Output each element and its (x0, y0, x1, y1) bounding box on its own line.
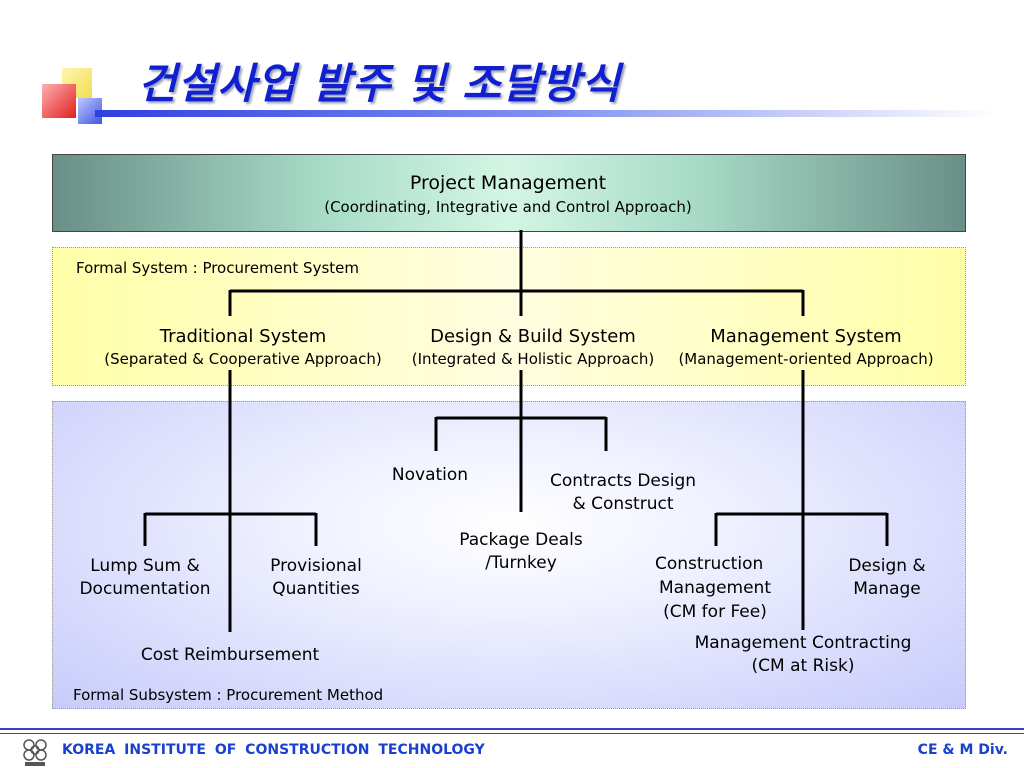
formal-system-label: Formal System : Procurement System (76, 259, 359, 277)
provisional-line-2: Quantities (272, 579, 360, 599)
formal-system-panel (52, 247, 966, 386)
design-manage-line-1: Design & (848, 556, 926, 576)
contracts-design-line-1: Contracts Design (549, 471, 697, 491)
project-management-subtitle: (Coordinating, Integrative and Control A… (324, 198, 692, 216)
package-deals-turnkey: Package Deals /Turnkey (436, 529, 606, 575)
project-management-box (52, 154, 966, 232)
cm-fee-line-3: (CM for Fee) (663, 602, 767, 622)
formal-subsystem-label: Formal Subsystem : Procurement Method (73, 686, 384, 704)
lump-sum-line-2: Documentation (79, 579, 211, 599)
traditional-system-name: Traditional System (159, 326, 327, 347)
traditional-system-approach: (Separated & Cooperative Approach) (104, 350, 382, 368)
formal-subsystem-panel (52, 401, 966, 709)
slide-title: 건설사업 발주 및 조달방식 (138, 59, 621, 108)
construction-management-cm-fee: Construction Management (CM for Fee) (640, 552, 790, 624)
lump-sum-documentation: Lump Sum & Documentation (62, 555, 228, 601)
lump-sum-line-1: Lump Sum & (90, 556, 200, 576)
management-system-approach: (Management-oriented Approach) (678, 350, 934, 368)
management-contracting-line-2: (CM at Risk) (751, 656, 855, 676)
footer-rule-bottom (0, 733, 1024, 734)
management-system-name: Management System (710, 326, 902, 347)
design-manage: Design & Manage (822, 555, 952, 601)
design-build-system-name: Design & Build System (430, 326, 636, 347)
novation: Novation (391, 465, 469, 485)
footer-rule-top (0, 728, 1024, 730)
provisional-line-1: Provisional (270, 556, 362, 576)
cost-reimbursement: Cost Reimbursement (140, 645, 320, 665)
project-management-title: Project Management (409, 172, 607, 194)
cm-fee-line-2: Management (659, 578, 771, 598)
footer-division: CE & M Div. (917, 742, 1008, 758)
title-decoration-red (42, 84, 76, 118)
contracts-design-line-2: & Construct (572, 494, 674, 514)
provisional-quantities: Provisional Quantities (246, 555, 386, 601)
management-contracting-line-1: Management Contracting (694, 633, 912, 653)
design-build-system-approach: (Integrated & Holistic Approach) (411, 350, 655, 368)
contracts-design-construct: Contracts Design & Construct (528, 470, 718, 516)
management-contracting-cm-risk: Management Contracting (CM at Risk) (672, 632, 934, 678)
package-deals-line-1: Package Deals (459, 530, 583, 550)
title-underline (95, 110, 995, 117)
footer-organization: KOREA INSTITUTE OF CONSTRUCTION TECHNOLO… (62, 742, 485, 758)
design-manage-line-2: Manage (853, 579, 921, 599)
cm-fee-line-1: Construction (655, 554, 764, 574)
package-deals-line-2: /Turnkey (485, 553, 557, 573)
institute-logo-icon (23, 739, 47, 766)
